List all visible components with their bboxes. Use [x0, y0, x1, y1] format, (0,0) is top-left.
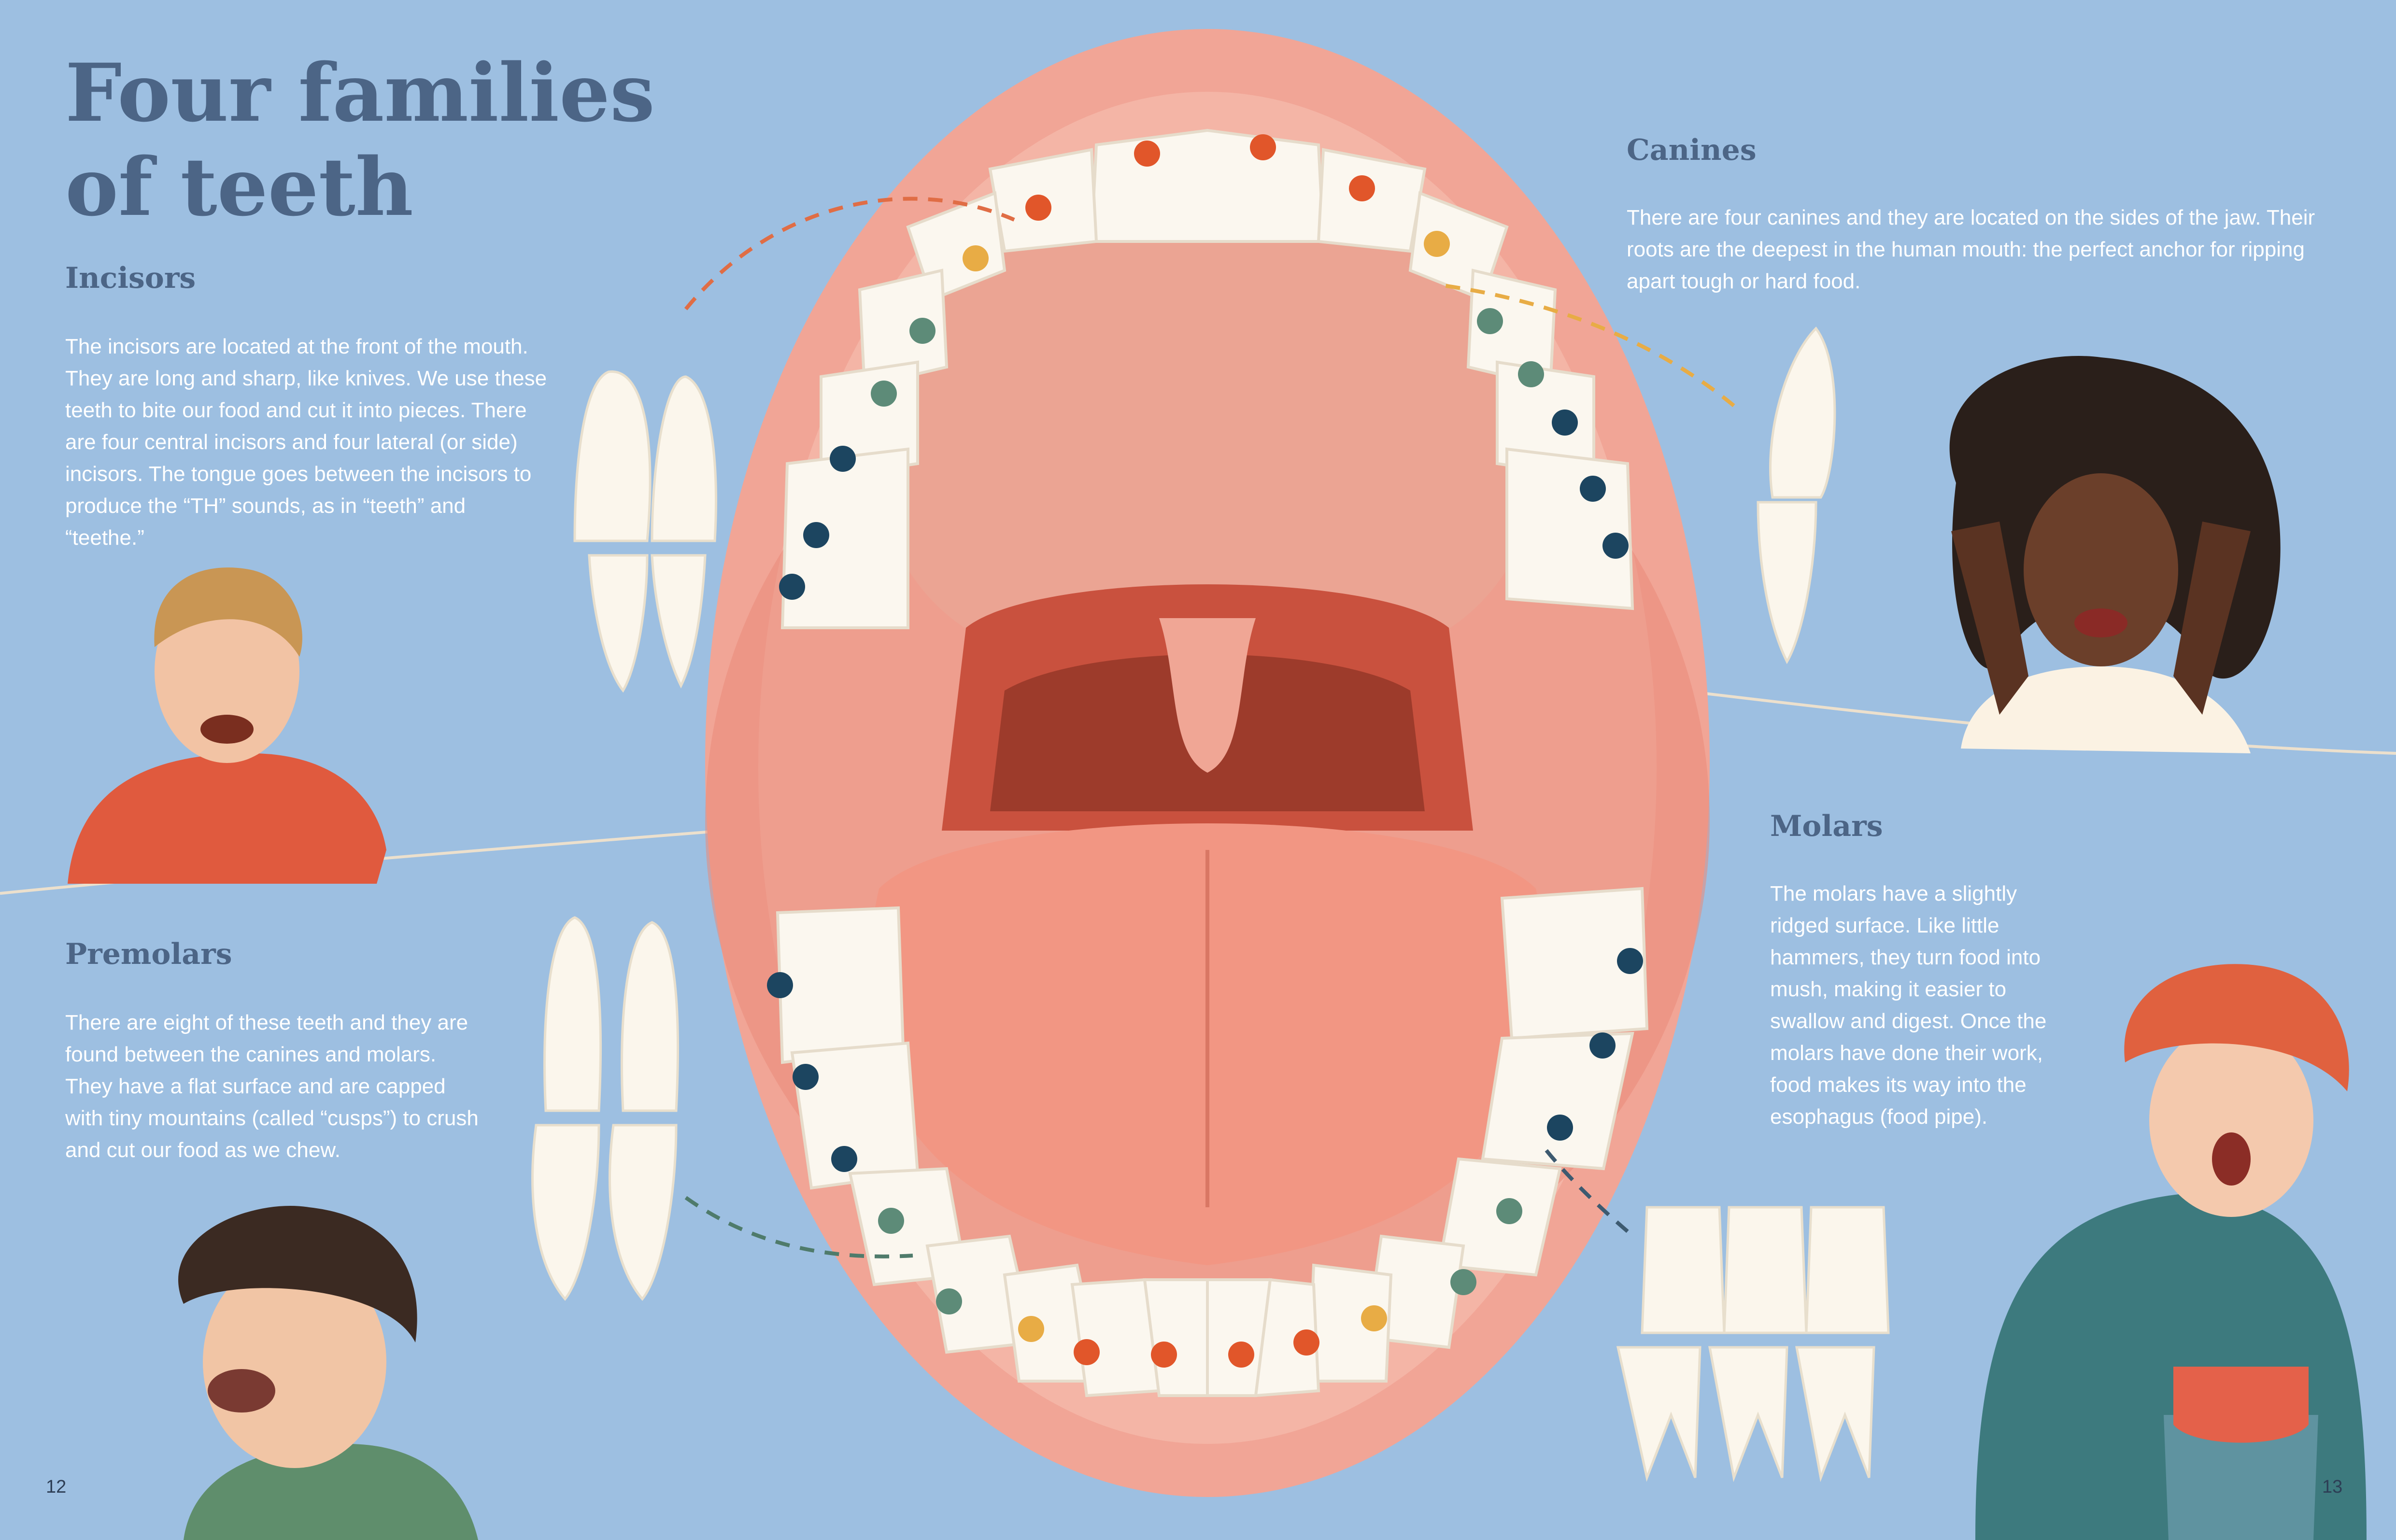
canine-dots — [963, 231, 1450, 1342]
premolar-dots — [871, 308, 1544, 1314]
molars-heading: Molars — [1770, 809, 1883, 843]
canines-text: There are four canines and they are loca… — [1627, 206, 2315, 293]
child-molars-illustration — [1975, 964, 2367, 1540]
molar-tooth-illustrations — [1616, 1206, 1890, 1483]
child-canines-illustration — [1949, 356, 2281, 753]
incisor-dots — [1025, 134, 1375, 1368]
page-title: Four families of teeth — [65, 46, 655, 234]
canine-arrow — [1439, 283, 1735, 408]
incisor-arrow — [684, 197, 1015, 311]
child-premolars-illustration — [178, 1205, 478, 1540]
page-number-left: 12 — [46, 1477, 67, 1497]
premolars-heading: Premolars — [65, 937, 232, 971]
upper-teeth — [780, 128, 1634, 629]
lower-teeth — [776, 887, 1649, 1398]
incisors-heading: Incisors — [65, 261, 196, 295]
canine-tooth-illustrations — [1757, 326, 1836, 664]
incisors-text: The incisors are located at the front of… — [65, 335, 547, 550]
molars-text: The molars have a slightly ridged surfac… — [1770, 882, 2047, 1129]
premolar-tooth-illustrations — [531, 916, 679, 1301]
premolars-text: There are eight of these teeth and they … — [65, 1011, 479, 1162]
canines-heading: Canines — [1627, 133, 1757, 167]
molar-arrow — [1544, 1148, 1629, 1233]
premolar-arrow — [684, 1196, 913, 1258]
incisor-tooth-illustrations — [573, 370, 717, 693]
child-incisors-illustration — [68, 567, 386, 884]
page-number-right: 13 — [2322, 1477, 2343, 1497]
open-mouth — [705, 29, 1710, 1497]
molar-dots — [767, 410, 1643, 1172]
